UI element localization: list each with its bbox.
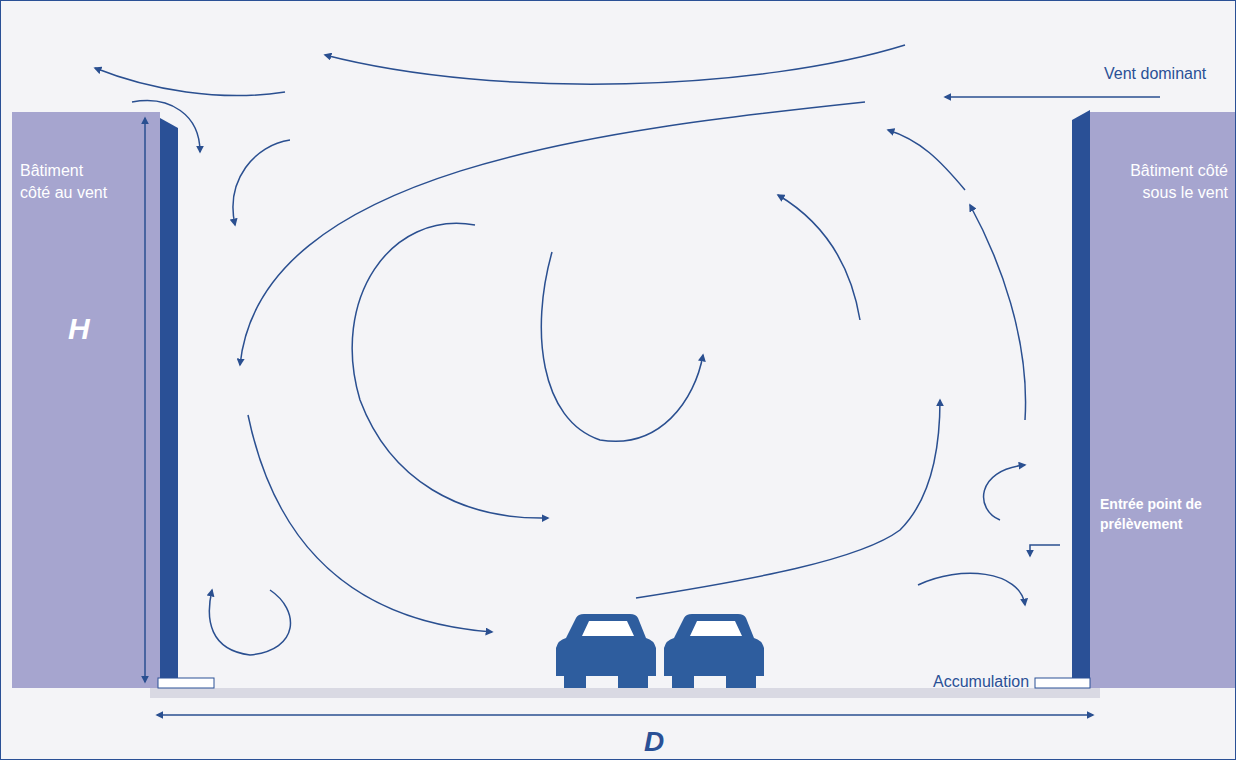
building: Bâtiment côté au vent xyxy=(12,112,160,688)
sidewalk xyxy=(158,678,214,688)
height-dimension xyxy=(144,118,146,682)
sampling-point-label: Entrée point de prélèvement xyxy=(1100,494,1202,534)
accumulation-label: Accumulation xyxy=(933,672,1063,692)
building-label: Bâtiment côté au vent xyxy=(20,160,115,204)
wind-label: Vent dominant xyxy=(1104,64,1234,84)
wall-leeward xyxy=(1072,110,1090,688)
dimension-label: D xyxy=(644,726,684,758)
wind-arrow xyxy=(945,96,1160,98)
building: Bâtiment côté sous le vent xyxy=(1090,112,1236,688)
building-label: Bâtiment côté sous le vent xyxy=(1130,160,1228,204)
car-wheel-gaps xyxy=(556,676,764,688)
width-dimension xyxy=(157,714,1093,716)
cars xyxy=(556,614,764,688)
car-windows xyxy=(582,621,742,636)
flow-arrows xyxy=(95,45,1060,655)
dimension-label: H xyxy=(68,312,108,346)
sidewalk xyxy=(1035,678,1090,688)
wall-windward xyxy=(160,118,178,688)
